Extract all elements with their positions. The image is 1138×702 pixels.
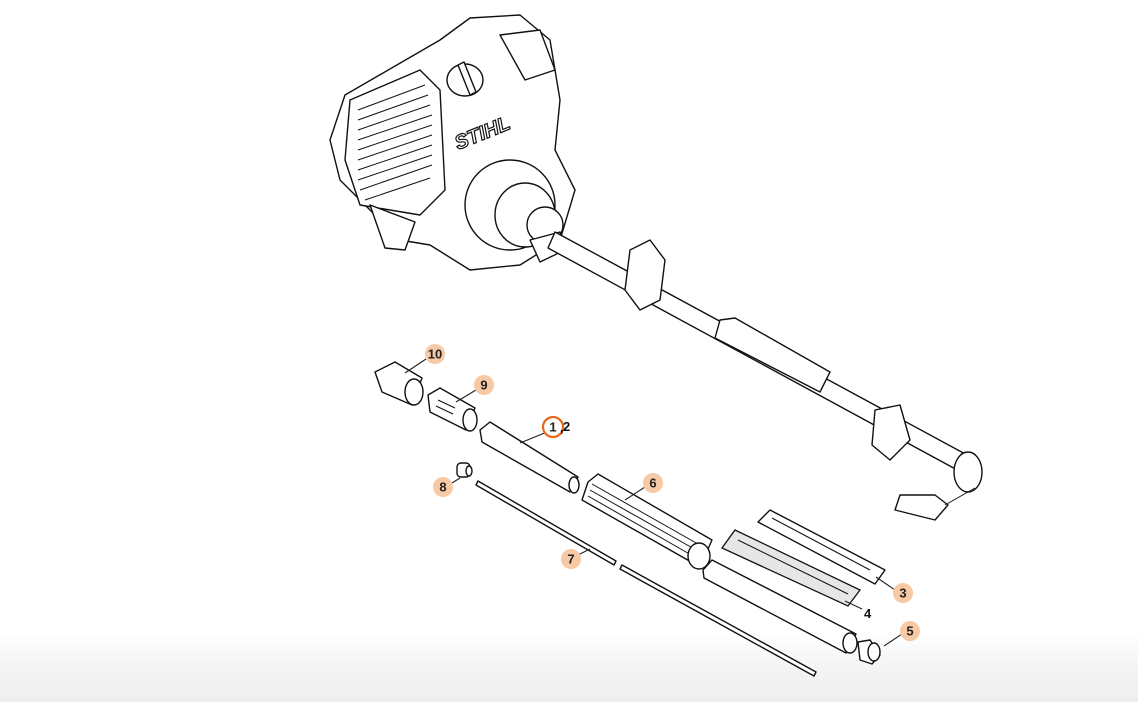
drive-shaft-tube[interactable] bbox=[547, 231, 983, 521]
svg-text:8: 8 bbox=[439, 480, 446, 495]
callout-8[interactable]: 8 bbox=[433, 477, 453, 497]
svg-text:9: 9 bbox=[480, 378, 487, 393]
svg-text:10: 10 bbox=[428, 347, 442, 362]
part-10-cap[interactable] bbox=[374, 361, 424, 406]
part-1-2-tube[interactable] bbox=[479, 421, 580, 494]
part-7-drive-shaft[interactable] bbox=[475, 480, 817, 677]
callout-4[interactable]: 4 bbox=[864, 606, 872, 621]
svg-text:1: 1 bbox=[549, 420, 556, 435]
svg-text:7: 7 bbox=[567, 552, 574, 567]
callout-1-selected[interactable]: 1 bbox=[541, 415, 565, 439]
svg-text:5: 5 bbox=[906, 624, 913, 639]
part-9-bushing[interactable] bbox=[427, 387, 478, 432]
callout-5[interactable]: 5 bbox=[900, 621, 920, 641]
callout-7[interactable]: 7 bbox=[561, 549, 581, 569]
callout-3[interactable]: 3 bbox=[893, 583, 913, 603]
svg-text:3: 3 bbox=[899, 586, 906, 601]
part-8-sleeve[interactable] bbox=[456, 462, 473, 478]
part-3-label[interactable] bbox=[757, 509, 886, 585]
callout-6[interactable]: 6 bbox=[643, 473, 663, 493]
callout-9[interactable]: 9 bbox=[474, 375, 494, 395]
svg-text:6: 6 bbox=[649, 476, 656, 491]
background-floor bbox=[0, 630, 1138, 702]
part-5-plug[interactable] bbox=[857, 639, 881, 665]
leader-lines bbox=[404, 358, 903, 647]
part-6-grip[interactable] bbox=[581, 473, 713, 570]
callout-10[interactable]: 10 bbox=[425, 344, 445, 364]
lower-tube[interactable] bbox=[702, 559, 858, 654]
engine-unit[interactable]: STIHL bbox=[329, 14, 576, 271]
callout-separator: , bbox=[560, 420, 564, 435]
part-4-label[interactable] bbox=[721, 529, 861, 607]
callout-2[interactable]: 2 bbox=[563, 419, 570, 434]
